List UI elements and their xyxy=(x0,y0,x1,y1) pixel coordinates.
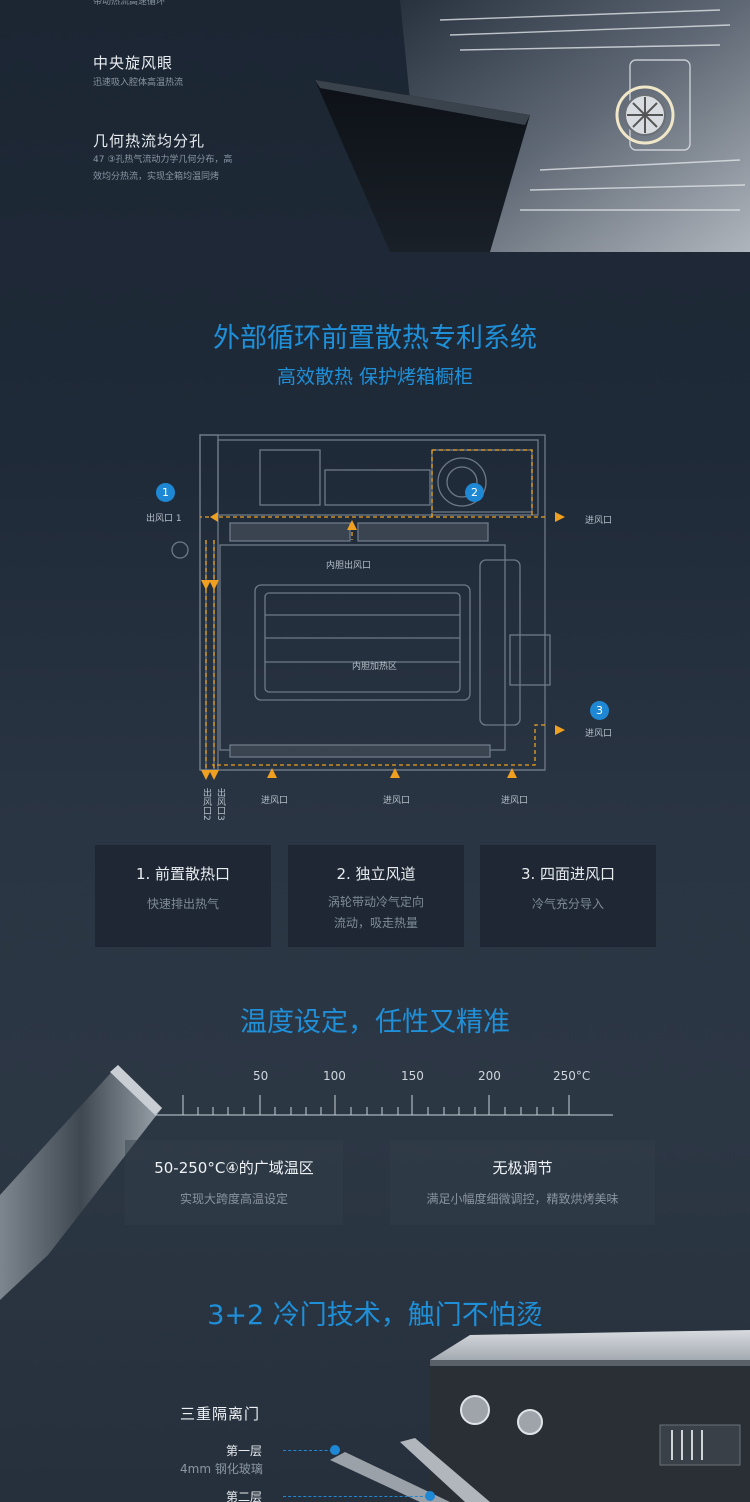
stepless-card: 无极调节 满足小幅度细微调控，精致烘烤美味 xyxy=(390,1140,655,1225)
card-desc: 冷气充分导入 xyxy=(531,897,604,911)
cooling-diagram-drawing xyxy=(171,434,565,780)
feature-title-cyclone: 中央旋风眼 xyxy=(93,54,174,72)
label-inlet-bottom-1: 进风口 xyxy=(261,796,289,806)
label-inner-heat: 内胆加热区 xyxy=(352,662,398,672)
card-title: 2. 独立风道 xyxy=(336,865,416,883)
card-desc-group: 涡轮带动冷气定向 流动，吸走热量 xyxy=(288,892,464,934)
card-desc: 快速排出热气 xyxy=(146,897,219,911)
section-title-temperature: 温度设定，任性又精准 xyxy=(240,1007,510,1038)
label-outlet-2: 出风口2 xyxy=(201,788,211,821)
badge-2: 2 xyxy=(465,483,484,502)
label-inlet-right-top: 进风口 xyxy=(585,516,613,526)
feature-desc-cyclone: 迅速吸入腔体高温热流 xyxy=(93,78,184,88)
card-independent-duct: 2. 独立风道 涡轮带动冷气定向 流动，吸走热量 xyxy=(288,845,464,947)
stepless-title: 无极调节 xyxy=(492,1159,553,1177)
layer-2-name: 第二层 xyxy=(226,1490,263,1502)
layer-2-leader xyxy=(283,1496,433,1497)
badge-1: 1 xyxy=(156,483,175,502)
section-title-cooling: 外部循环前置散热专利系统 xyxy=(213,323,537,354)
section-subtitle-cooling: 高效散热 保护烤箱橱柜 xyxy=(276,366,474,388)
ruler-ticks xyxy=(155,1095,613,1116)
temp-range-title: 50-250°C④的广域温区 xyxy=(154,1159,314,1177)
ruler-label-200: 200 xyxy=(478,1069,501,1083)
badge-3: 3 xyxy=(590,701,609,720)
oven-interior-image xyxy=(315,0,750,252)
ruler-label-50: 50 xyxy=(253,1069,269,1083)
temp-range-desc: 实现大跨度高温设定 xyxy=(179,1192,288,1206)
stepless-desc: 满足小幅度细微调控，精致烘烤美味 xyxy=(426,1192,619,1206)
label-inner-outlet: 内胆出风口 xyxy=(326,561,372,571)
feature-desc-top: 带动热流高速循环 xyxy=(93,0,166,7)
steel-bar-decoration xyxy=(0,1065,162,1300)
label-inlet-bottom-3: 进风口 xyxy=(501,796,529,806)
section-title-cold-door: 3+2 冷门技术，触门不怕烫 xyxy=(207,1300,543,1331)
layer-1-desc: 4mm 钢化玻璃 xyxy=(180,1462,263,1476)
temp-range-card: 50-250°C④的广域温区 实现大跨度高温设定 xyxy=(125,1140,343,1225)
ruler-label-250: 250°C xyxy=(553,1069,591,1083)
card-desc-line: 涡轮带动冷气定向 xyxy=(327,895,424,909)
layer-1-leader xyxy=(283,1450,338,1451)
card-title: 1. 前置散热口 xyxy=(135,865,231,883)
oven-door-image xyxy=(330,1330,750,1502)
card-title: 3. 四面进风口 xyxy=(520,865,616,883)
label-inlet-right-mid: 进风口 xyxy=(585,729,613,739)
card-front-vent: 1. 前置散热口 快速排出热气 xyxy=(95,845,271,947)
feature-section: 带动热流高速循环 中央旋风眼 迅速吸入腔体高温热流 几何热流均分孔 47 ③孔热… xyxy=(0,0,750,255)
ruler-label-150: 150 xyxy=(401,1069,424,1083)
temperature-ruler: 50 100 150 200 250°C xyxy=(155,1060,615,1120)
label-outlet-1: 出风口 1 xyxy=(146,514,182,524)
feature-title-holes: 几何热流均分孔 xyxy=(93,132,206,150)
feature-desc-holes-2: 效均分热流，实现全箱均温同烤 xyxy=(93,172,220,182)
feature-desc-holes-1: 47 ③孔热气流动力学几何分布，高 xyxy=(93,155,233,165)
card-four-inlets: 3. 四面进风口 冷气充分导入 xyxy=(480,845,656,947)
label-outlet-3: 出风口3 xyxy=(215,788,225,821)
triple-door-subtitle: 三重隔离门 xyxy=(180,1405,261,1423)
label-inlet-bottom-2: 进风口 xyxy=(383,796,411,806)
ruler-label-100: 100 xyxy=(323,1069,346,1083)
cooling-diagram: 1 2 3 出风口 1 进风口 进风口 内胆出风口 内胆加热区 进风口 进风口 … xyxy=(140,420,640,840)
card-desc-line: 流动，吸走热量 xyxy=(333,916,418,930)
layer-1-name: 第一层 xyxy=(226,1444,263,1458)
